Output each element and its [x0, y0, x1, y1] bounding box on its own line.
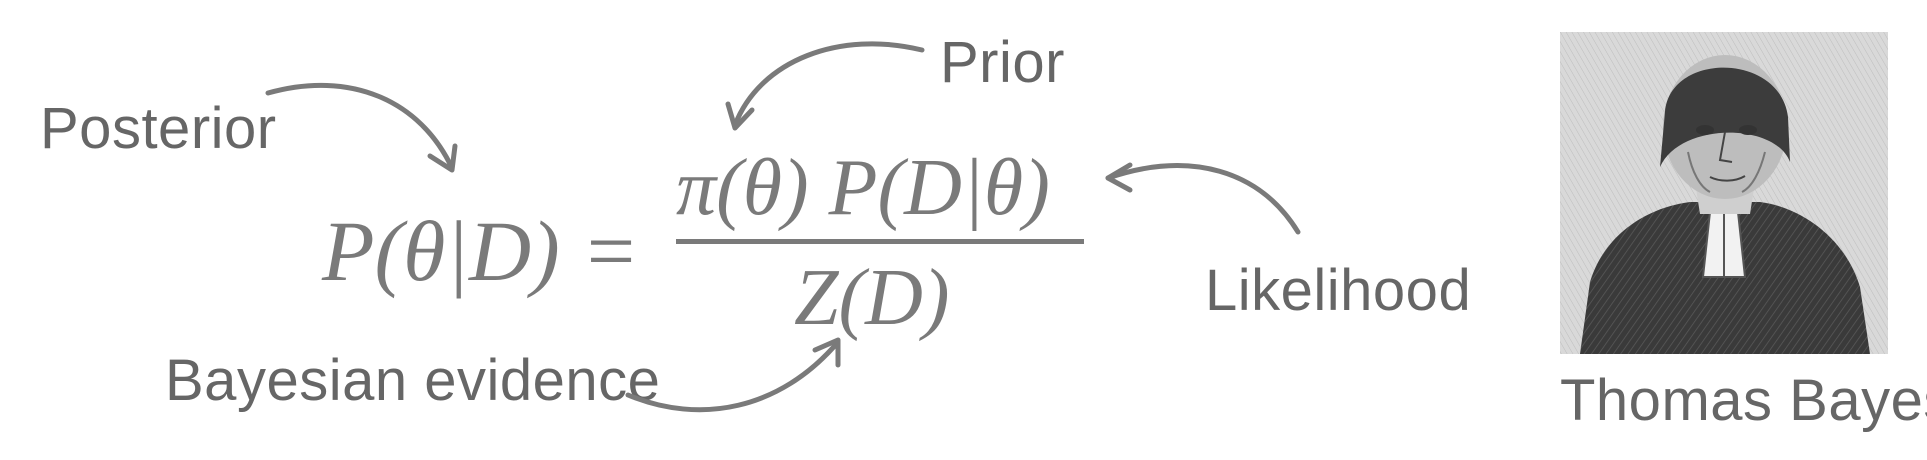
- equation-lhs: P(θ|D) =: [322, 203, 640, 299]
- likelihood-arrow-icon: [1105, 162, 1301, 235]
- prior-arrow-icon: [725, 41, 925, 131]
- evidence-label: Bayesian evidence: [165, 348, 661, 413]
- thomas-bayes-portrait: [1560, 32, 1888, 354]
- equation-numerator: π(θ) P(D|θ): [676, 144, 1050, 232]
- equation-denominator: Z(D): [794, 254, 950, 342]
- posterior-label: Posterior: [40, 96, 277, 161]
- likelihood-label: Likelihood: [1205, 258, 1472, 323]
- posterior-arrow-icon: [265, 82, 458, 173]
- prior-label: Prior: [940, 30, 1065, 95]
- evidence-arrow-icon: [625, 337, 841, 413]
- fraction-bar: [676, 239, 1084, 244]
- portrait-drawing: [1560, 32, 1888, 354]
- portrait-caption: Thomas Bayes: [1560, 368, 1927, 433]
